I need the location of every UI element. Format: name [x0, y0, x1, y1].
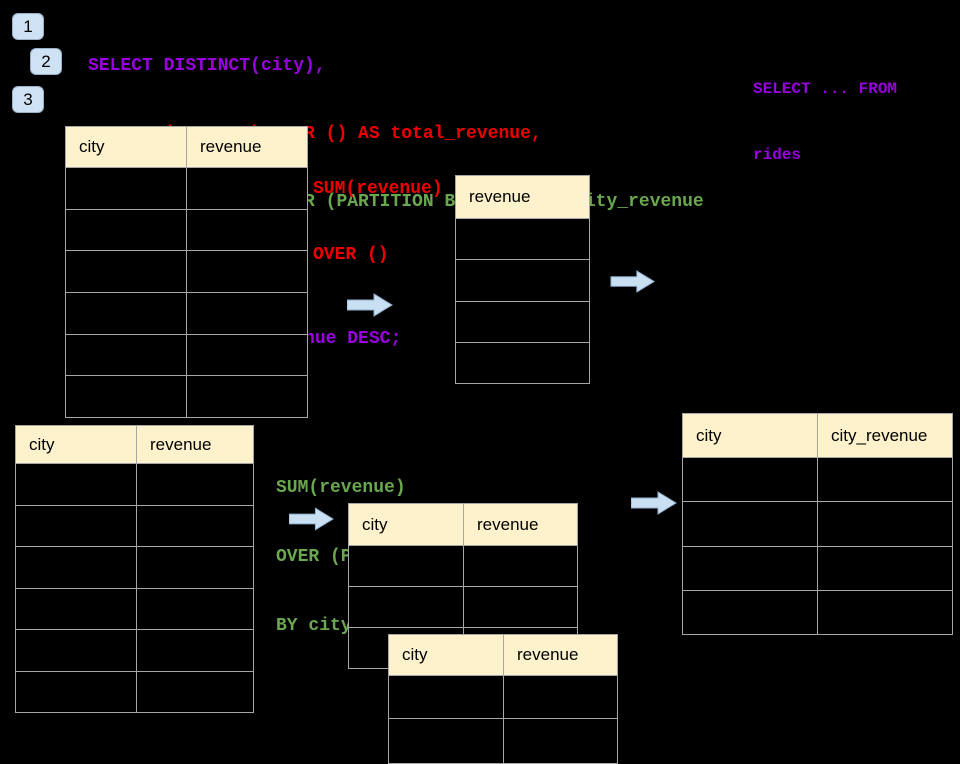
- sql-note: SELECT ... FROM rides: [753, 34, 897, 188]
- table-cell: [683, 546, 818, 591]
- table-partition-a-header-revenue: revenue: [464, 504, 578, 546]
- table-cell: [464, 587, 578, 628]
- table-source-bottom-header-city: city: [16, 426, 137, 464]
- table-cell: [683, 502, 818, 547]
- table-cell: [16, 505, 137, 547]
- label-sum-over-all-line-2: OVER (): [313, 245, 389, 265]
- label-sum-over-all-line-1: SUM(revenue): [313, 179, 443, 199]
- table-city-revenue-header-city-revenue: city_revenue: [818, 414, 953, 458]
- table-city-revenue: city city_revenue: [682, 413, 953, 635]
- table-cell: [464, 546, 578, 587]
- table-partition-b-header-revenue: revenue: [504, 635, 618, 676]
- table-cell: [137, 630, 254, 672]
- table-cell: [818, 590, 953, 635]
- table-cell: [456, 260, 590, 302]
- table-cell: [66, 376, 187, 418]
- table-source-top-header-revenue: revenue: [187, 127, 308, 168]
- table-cell: [349, 546, 464, 587]
- table-cell: [187, 209, 308, 252]
- arrow-right-icon: [631, 491, 677, 515]
- table-cell: [187, 168, 308, 210]
- table-cell: [456, 342, 590, 384]
- table-cell: [683, 590, 818, 635]
- table-partition-b-header-city: city: [389, 635, 504, 676]
- table-partition-b: city revenue: [388, 634, 618, 764]
- table-cell: [137, 505, 254, 547]
- table-cell: [389, 676, 504, 719]
- table-source-bottom: city revenue: [15, 425, 254, 713]
- table-cell: [137, 464, 254, 506]
- table-cell: [66, 292, 187, 335]
- step-badge-1: 1: [12, 13, 44, 40]
- table-cell: [818, 458, 953, 503]
- table-cell: [187, 292, 308, 335]
- label-sum-over-all: SUM(revenue) OVER (): [313, 134, 443, 288]
- sql-note-line-1: SELECT ... FROM: [753, 80, 898, 98]
- table-cell: [349, 587, 464, 628]
- table-cell: [187, 251, 308, 293]
- table-cell: [66, 168, 187, 210]
- table-source-top: city revenue: [65, 126, 308, 418]
- table-cell: [818, 502, 953, 547]
- table-cell: [137, 588, 254, 630]
- sql-line-select: SELECT DISTINCT(city),: [88, 55, 326, 76]
- sql-note-line-2: rides: [753, 146, 802, 164]
- label-sum-partition-line-1: SUM(revenue): [276, 478, 406, 498]
- table-cell: [187, 334, 308, 377]
- table-cell: [16, 630, 137, 672]
- table-cell: [137, 547, 254, 589]
- table-cell: [66, 334, 187, 377]
- table-cell: [683, 458, 818, 503]
- table-cell: [66, 209, 187, 252]
- arrow-right-icon: [610, 270, 656, 293]
- table-partition-a-header-city: city: [349, 504, 464, 546]
- table-cell: [16, 547, 137, 589]
- table-cell: [456, 301, 590, 343]
- table-source-top-header-city: city: [66, 127, 187, 168]
- arrow-right-icon: [347, 293, 393, 317]
- step-badge-2: 2: [30, 48, 62, 75]
- table-cell: [16, 588, 137, 630]
- arrow-right-icon: [289, 507, 334, 531]
- table-city-revenue-header-city: city: [683, 414, 818, 458]
- step-badge-3: 3: [12, 86, 44, 113]
- table-total-revenue-header: revenue: [456, 176, 590, 219]
- table-cell: [389, 719, 504, 764]
- table-cell: [456, 219, 590, 261]
- table-cell: [66, 251, 187, 293]
- table-cell: [818, 546, 953, 591]
- table-cell: [137, 671, 254, 713]
- table-cell: [16, 671, 137, 713]
- table-cell: [504, 676, 618, 719]
- table-cell: [504, 719, 618, 764]
- table-cell: [187, 376, 308, 418]
- table-source-bottom-header-revenue: revenue: [137, 426, 254, 464]
- table-cell: [16, 464, 137, 506]
- table-total-revenue: revenue: [455, 175, 590, 384]
